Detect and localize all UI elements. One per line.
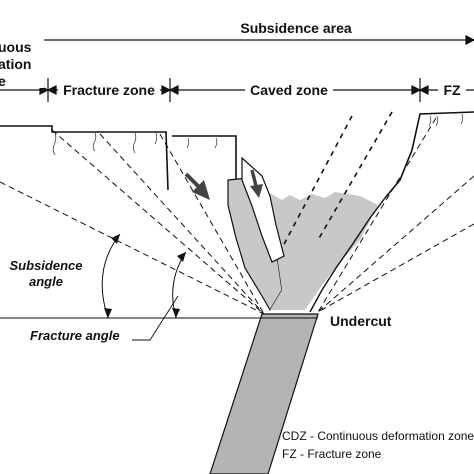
movement-arrow-right [250, 169, 263, 198]
ground-surface [0, 111, 474, 199]
subsidence-angle-lines [0, 117, 474, 315]
legend-fz: FZ - Fracture zone [282, 447, 382, 461]
subsidence-angle-label-line1: Subsidence [10, 258, 83, 273]
subsidence-area-dimension [0, 35, 474, 45]
subsidence-area-title: Subsidence area [240, 20, 351, 36]
cdz-label-line1: uous [0, 39, 32, 55]
angle-arc-arrowheads [104, 234, 186, 318]
fracture-zone-label: Fracture zone [63, 82, 155, 98]
surface-cracks [52, 113, 464, 156]
subsidence-angle-label-line2: angle [29, 274, 63, 289]
fracture-angle-leader [132, 295, 179, 341]
angle-arcs [101, 233, 187, 319]
legend-cdz: CDZ - Continuous deformation zone [282, 429, 474, 443]
fracture-angle-label: Fracture angle [30, 328, 120, 343]
caving-projection-lines [281, 111, 393, 249]
caved-zone-label: Caved zone [250, 82, 328, 98]
caved-zone-fill [227, 156, 386, 313]
orebody-shaft [209, 313, 319, 474]
undercut-label: Undercut [330, 313, 392, 329]
cdz-label-line2: ation [0, 56, 31, 72]
movement-arrow-left [184, 172, 210, 200]
fz-label: FZ [443, 82, 461, 98]
cdz-label-line3: e [0, 73, 6, 89]
